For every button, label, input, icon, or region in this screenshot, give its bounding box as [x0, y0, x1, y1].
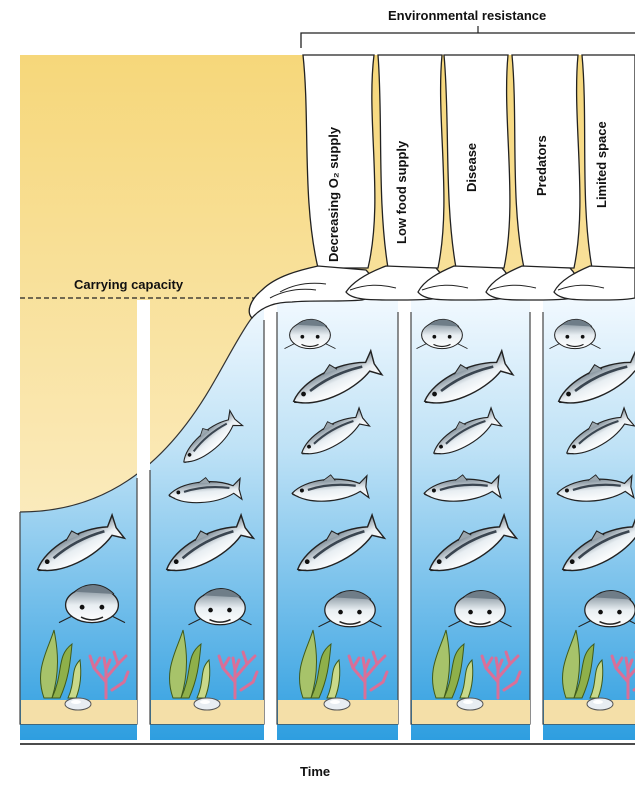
factor-label-disease: Disease — [464, 143, 479, 192]
time-axis-label: Time — [300, 764, 330, 779]
carrying-capacity-label: Carrying capacity — [74, 277, 183, 292]
factor-label-oxygen: Decreasing O₂ supply — [326, 127, 341, 262]
factor-label-predators: Predators — [534, 135, 549, 196]
environmental-resistance-bracket — [301, 33, 635, 48]
environmental-resistance-label: Environmental resistance — [388, 8, 546, 23]
factor-label-food: Low food supply — [394, 141, 409, 244]
factor-label-space: Limited space — [594, 121, 609, 208]
